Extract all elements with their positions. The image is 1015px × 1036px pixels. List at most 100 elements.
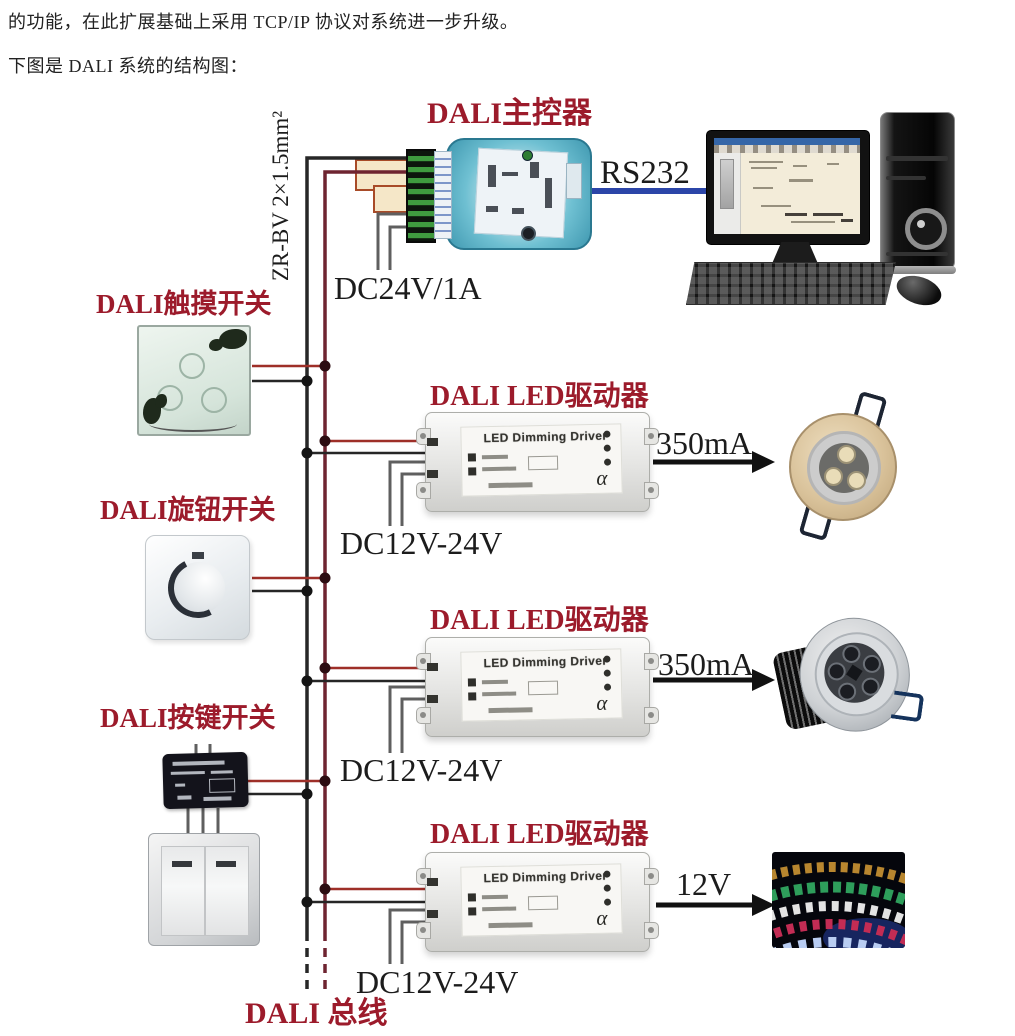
decor-pattern: [155, 394, 167, 408]
mount-tab: [644, 922, 659, 939]
input-terminal: [427, 663, 438, 671]
print-mark: [603, 683, 612, 691]
print-mark: [203, 796, 232, 802]
dali-button-module: [162, 751, 249, 810]
driver-label-panel: LED Dimming Driver α: [460, 863, 623, 937]
print-mark: [172, 760, 225, 766]
touch-button: [201, 387, 227, 413]
intro-line-1: 的功能，在此扩展基础上采用 TCP/IP 协议对系统进一步升级。: [8, 12, 519, 32]
label-cable-spec: ZR-BV 2×1.5mm²: [267, 110, 293, 282]
print-mark: [208, 778, 236, 793]
rocker-left: [161, 846, 205, 936]
label-push-switch: DALI按键开关: [100, 703, 276, 733]
led-chip: [826, 660, 848, 683]
print-mark: [488, 482, 533, 489]
tower-power-ring: [905, 208, 947, 250]
screen-scribble: [761, 205, 791, 207]
downlight-body: [789, 413, 897, 521]
led-center: [846, 664, 863, 682]
print-mark: [467, 453, 477, 462]
print-mark: [545, 178, 552, 208]
print-mark: [177, 795, 192, 800]
screen-document: [741, 153, 860, 234]
junction-dots-black: [301, 375, 313, 908]
decor-line: [149, 416, 237, 432]
screen-scribble: [753, 187, 773, 189]
mount-tab: [416, 707, 431, 724]
mount-tab: [416, 482, 431, 499]
screen-scribble: [841, 219, 853, 222]
rocker-right: [205, 846, 249, 936]
led-chip: [837, 445, 856, 464]
print-mark: [603, 870, 611, 878]
label-driver-3: DALI LED驱动器: [430, 819, 649, 850]
mount-tab: [644, 653, 659, 670]
monitor-screen: [714, 138, 860, 234]
print-mark: [481, 679, 508, 685]
dali-bus-line-red: [323, 170, 430, 992]
screen-scribble: [813, 213, 843, 216]
driver-label-panel: LED Dimming Driver α: [460, 423, 623, 497]
decor-pattern: [209, 339, 223, 351]
dali-bus-line-black: [305, 156, 430, 992]
decor-pattern: [219, 329, 247, 349]
led-indicator: [522, 150, 533, 161]
rocker-switch: [148, 833, 260, 946]
screen-scribble: [785, 213, 807, 216]
print-mark: [512, 208, 524, 214]
screen-scribble: [827, 163, 839, 165]
print-mark: [527, 680, 559, 696]
mount-clip: [890, 690, 925, 723]
print-mark: [482, 906, 517, 912]
led-chip: [861, 653, 883, 675]
label-driver1-input: DC12V-24V: [340, 525, 503, 561]
print-mark: [486, 206, 498, 212]
terminal-block: [406, 149, 436, 243]
print-mark: [603, 655, 611, 663]
screen-side-thumb: [720, 159, 734, 209]
print-mark: [481, 454, 508, 460]
led-strip-photo: [772, 852, 905, 948]
alpha-logo: α: [596, 690, 608, 715]
led-driver-device-3: LED Dimming Driver α: [416, 852, 659, 952]
knob: [173, 562, 225, 614]
print-mark: [603, 430, 611, 438]
led-chip: [824, 467, 843, 486]
print-mark: [468, 467, 477, 476]
rocker-label-chip: [216, 861, 236, 867]
label-driver3-output: 12V: [676, 866, 732, 902]
label-knob-switch: DALI旋钮开关: [100, 495, 276, 525]
alpha-logo: α: [596, 465, 608, 490]
input-terminal: [427, 470, 438, 478]
led-driver-device-1: LED Dimming Driver α: [416, 412, 659, 512]
label-touch-switch: DALI触摸开关: [96, 289, 272, 319]
print-mark: [175, 783, 186, 787]
label-dali-bus: DALI 总线: [245, 997, 388, 1030]
tower-power-button: [917, 220, 925, 228]
knob-indicator: [192, 552, 204, 559]
terminal-label-strip: [434, 151, 452, 239]
label-driver-2: DALI LED驱动器: [430, 605, 649, 636]
screen-sidepanel: [714, 153, 741, 234]
input-terminal: [427, 695, 438, 703]
print-mark: [527, 895, 559, 911]
print-mark: [488, 707, 533, 714]
label-driver-1: DALI LED驱动器: [430, 381, 649, 412]
print-mark: [481, 894, 508, 900]
touch-switch-device: [137, 325, 251, 436]
print-mark: [603, 669, 611, 677]
label-driver1-output: 350mA: [656, 425, 752, 461]
label-driver3-input: DC12V-24V: [356, 964, 519, 1000]
print-mark: [468, 907, 477, 916]
alpha-logo: α: [596, 905, 608, 930]
screw: [521, 226, 536, 241]
master-label-panel: [473, 147, 569, 239]
print-mark: [170, 771, 205, 775]
screen-titlebar: [714, 138, 860, 145]
led-chip: [840, 643, 863, 665]
led-chip: [847, 471, 866, 490]
print-mark: [603, 898, 612, 906]
label-driver2-input: DC12V-24V: [340, 752, 503, 788]
branch-lines-black: [246, 379, 430, 904]
